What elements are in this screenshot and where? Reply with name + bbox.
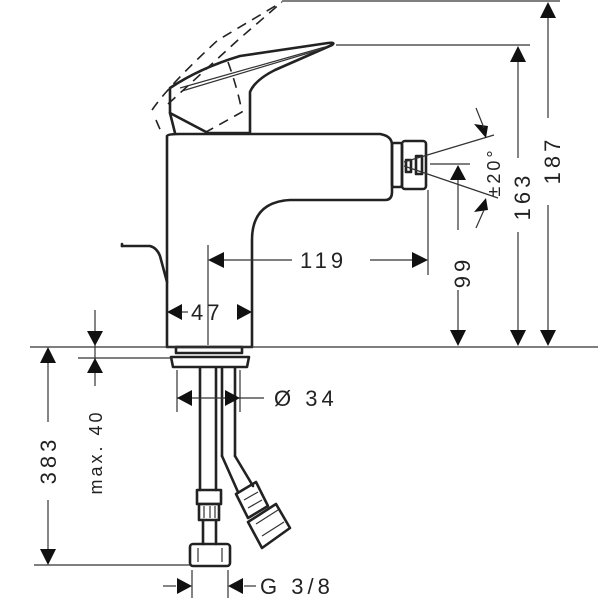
dim-shank-diameter: Ø 34 [274,386,338,411]
dim-connection-thread: G 3/8 [260,574,334,599]
dim-lever-height: 163 [510,172,535,221]
dim-spout-reach: 119 [300,248,347,273]
base-and-hoses [169,345,292,568]
dim-spout-height: 99 [450,256,475,288]
dim-hose-length: 383 [36,436,61,485]
dim-body-width: 47 [191,300,223,325]
dim-spray-angle: ±20° [484,147,504,196]
dim-counter-thickness: max. 40 [86,409,106,494]
faucet-body [120,1,428,349]
dimension-lines [30,0,598,598]
dim-total-height: 187 [540,136,565,185]
